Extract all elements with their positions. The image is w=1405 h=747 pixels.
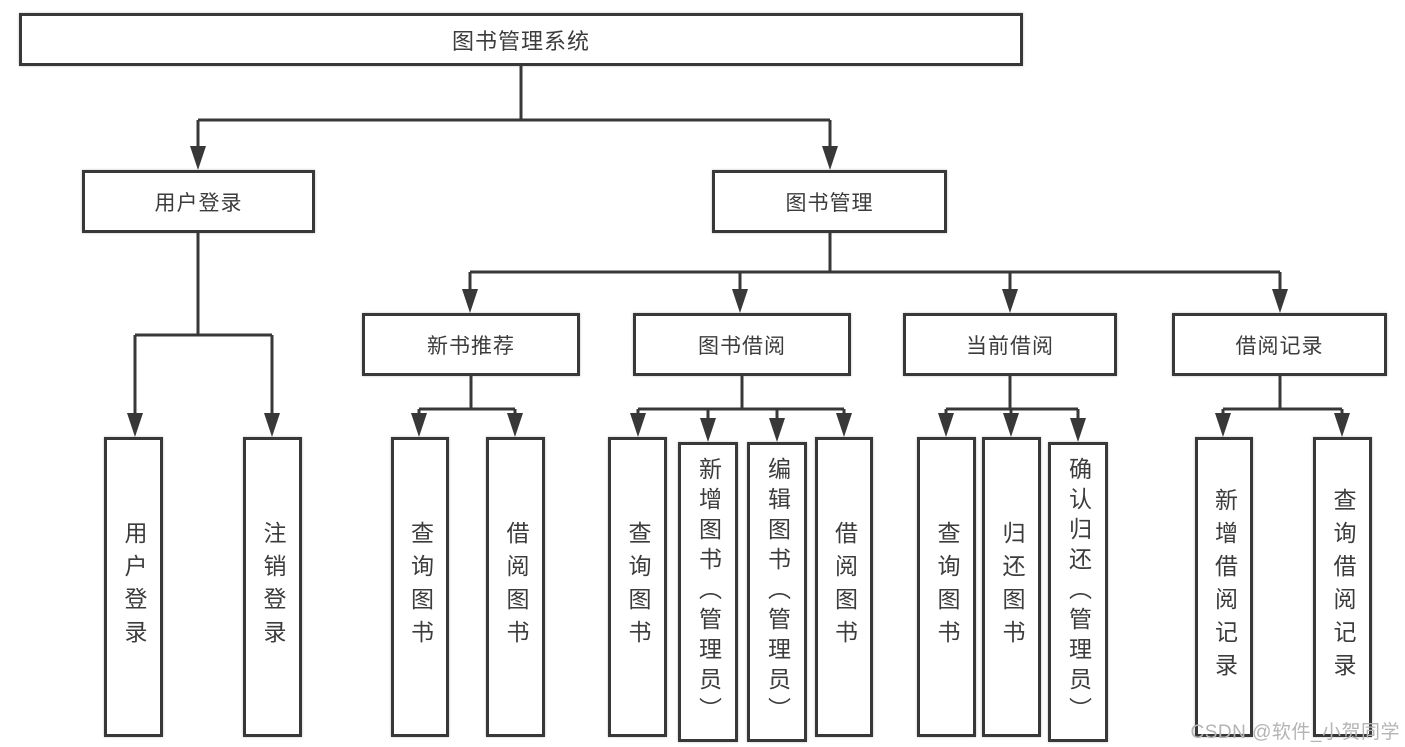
node-current-borrowing-label: 当前借阅 <box>966 334 1054 358</box>
leaf-add-borrow-record-label: 新增借阅记录 <box>1211 488 1238 686</box>
node-user-login: 用户登录 <box>82 170 315 233</box>
leaf-return-books-label: 归还图书 <box>999 521 1025 653</box>
leaf-return-books: 归还图书 <box>982 437 1041 737</box>
node-new-book-recommend: 新书推荐 <box>362 313 580 376</box>
node-user-login-label: 用户登录 <box>154 191 243 215</box>
node-current-borrowing: 当前借阅 <box>903 313 1117 376</box>
leaf-edit-book-admin: 编辑图书（管理员） <box>747 442 807 742</box>
watermark: CSDN @软件_小贺同学 <box>1190 722 1400 743</box>
leaf-query-books-borrowing: 查询图书 <box>608 437 667 737</box>
leaf-confirm-return-admin-label: 确认归还（管理员） <box>1065 457 1092 727</box>
leaf-user-login: 用户登录 <box>104 437 163 737</box>
leaf-user-login-label: 用户登录 <box>121 521 147 653</box>
node-book-borrowing-label: 图书借阅 <box>698 334 786 358</box>
node-root: 图书管理系统 <box>19 13 1023 66</box>
leaf-confirm-return-admin: 确认归还（管理员） <box>1048 442 1108 742</box>
leaf-query-borrow-record-label: 查询借阅记录 <box>1330 488 1356 686</box>
leaf-edit-book-admin-label: 编辑图书（管理员） <box>764 457 791 727</box>
leaf-query-borrow-record: 查询借阅记录 <box>1313 437 1372 737</box>
node-book-management-label: 图书管理 <box>785 191 874 215</box>
leaf-borrow-books-borrowing: 借阅图书 <box>815 437 873 737</box>
leaf-borrow-books-borrowing-label: 借阅图书 <box>831 521 858 653</box>
node-book-management: 图书管理 <box>712 170 947 233</box>
connector-path <box>133 66 1344 421</box>
leaf-add-borrow-record: 新增借阅记录 <box>1195 437 1253 737</box>
leaf-query-books-current: 查询图书 <box>917 437 976 737</box>
leaf-logout: 注销登录 <box>243 437 302 737</box>
leaf-query-books-recommend: 查询图书 <box>391 437 449 737</box>
node-root-label: 图书管理系统 <box>451 28 590 54</box>
arrowheads <box>127 146 1350 442</box>
node-new-book-recommend-label: 新书推荐 <box>427 334 515 358</box>
leaf-add-book-admin: 新增图书（管理员） <box>678 442 738 742</box>
node-book-borrowing: 图书借阅 <box>633 313 851 376</box>
leaf-borrow-books-recommend: 借阅图书 <box>486 437 545 737</box>
leaf-query-books-borrowing-label: 查询图书 <box>625 521 651 653</box>
node-borrowing-records: 借阅记录 <box>1172 313 1387 376</box>
leaf-query-books-recommend-label: 查询图书 <box>407 521 434 653</box>
leaf-add-book-admin-label: 新增图书（管理员） <box>695 457 722 727</box>
leaf-logout-label: 注销登录 <box>260 521 286 653</box>
leaf-query-books-current-label: 查询图书 <box>934 521 960 653</box>
leaf-borrow-books-recommend-label: 借阅图书 <box>503 521 529 653</box>
node-borrowing-records-label: 借阅记录 <box>1235 334 1324 358</box>
